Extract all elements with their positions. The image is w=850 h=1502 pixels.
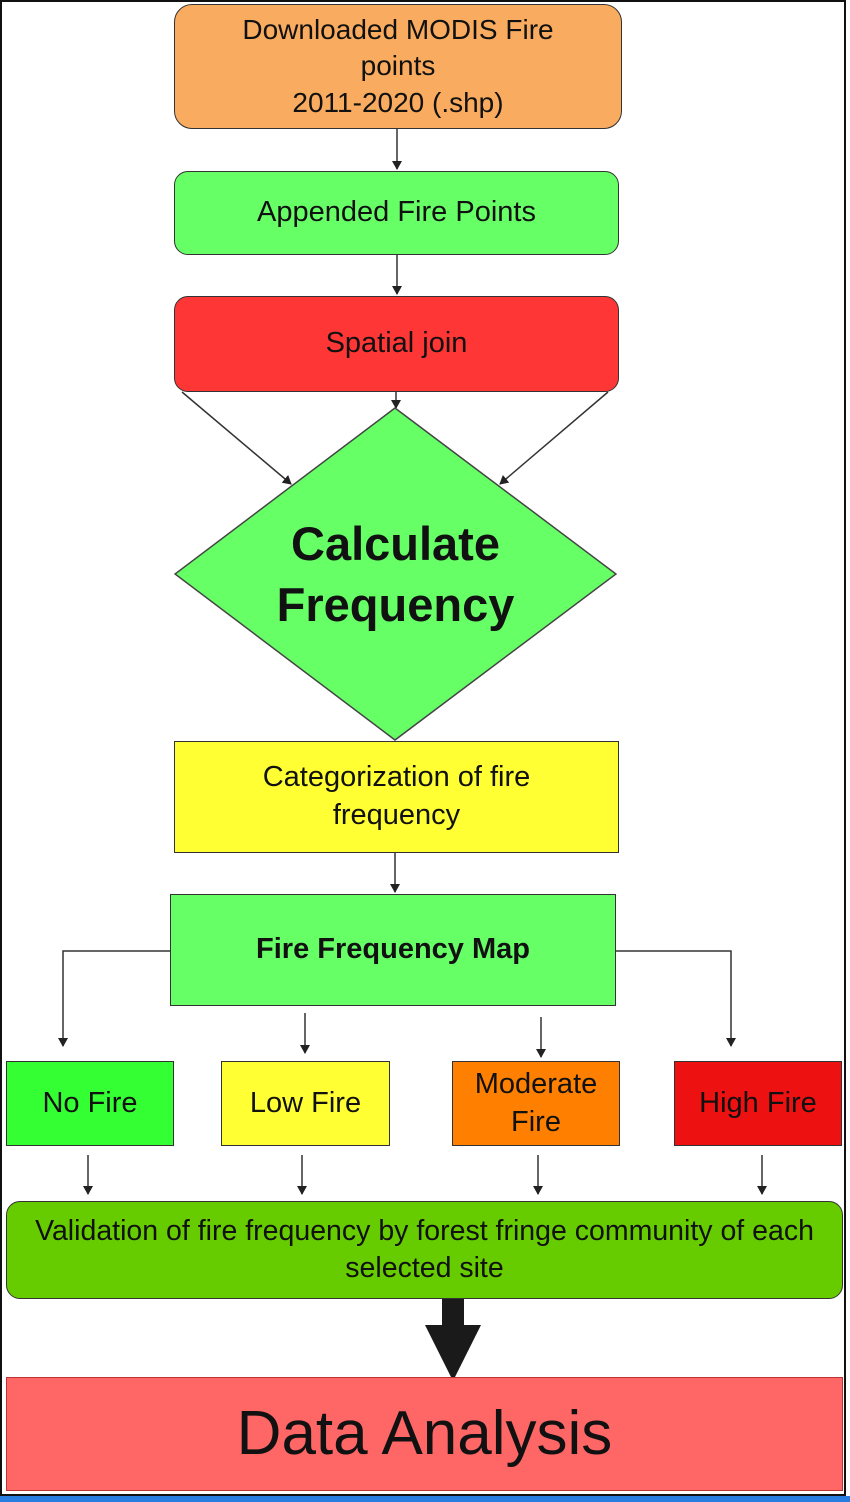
node-no-fire: No Fire <box>6 1061 174 1146</box>
node-low-fire: Low Fire <box>221 1061 390 1146</box>
node-moderate-fire-label: Moderate Fire <box>474 1067 598 1138</box>
node-calculate-frequency: Calculate Frequency <box>174 407 617 741</box>
node-high-fire: High Fire <box>674 1061 842 1146</box>
node-moderate-fire: Moderate Fire <box>452 1061 620 1146</box>
arrow-map-to-highfire <box>616 950 736 1047</box>
node-high-fire-label: High Fire <box>699 1086 817 1119</box>
decision-diamond-shape <box>174 407 617 741</box>
arrow-map-to-nofire <box>58 950 170 1047</box>
node-downloaded-modis-fire-points: Downloaded MODIS Fire points 2011-2020 (… <box>174 4 622 129</box>
node-spatial-join: Spatial join <box>174 296 619 392</box>
node-low-fire-label: Low Fire <box>249 1086 362 1119</box>
node-data-analysis-label: Data Analysis <box>236 1398 613 1468</box>
thick-arrow-validation-to-analysis <box>425 1299 481 1381</box>
node-fire-frequency-map: Fire Frequency Map <box>170 894 616 1006</box>
node-categorization-of-fire-frequency: Categorization of fire frequency <box>174 741 619 853</box>
arrow-join-to-calc-left <box>181 391 292 485</box>
node-validation-label: Validation of fire frequency by forest f… <box>35 1214 814 1284</box>
node-appended-fire-points-label: Appended Fire Points <box>257 196 536 229</box>
node-calculate-frequency-label: Calculate Frequency <box>276 516 515 631</box>
node-spatial-join-label: Spatial join <box>325 327 468 360</box>
bottom-border-strip <box>0 1496 850 1502</box>
arrow-join-to-calc-right <box>499 391 609 485</box>
node-data-analysis: Data Analysis <box>6 1377 843 1491</box>
node-fire-frequency-map-label: Fire Frequency Map <box>256 933 530 966</box>
node-validation-by-community: Validation of fire frequency by forest f… <box>6 1201 843 1299</box>
node-no-fire-label: No Fire <box>42 1086 138 1119</box>
node-downloaded-modis-fire-points-label: Downloaded MODIS Fire points 2011-2020 (… <box>242 13 554 118</box>
node-appended-fire-points: Appended Fire Points <box>174 171 619 255</box>
node-categorization-label: Categorization of fire frequency <box>262 761 531 831</box>
